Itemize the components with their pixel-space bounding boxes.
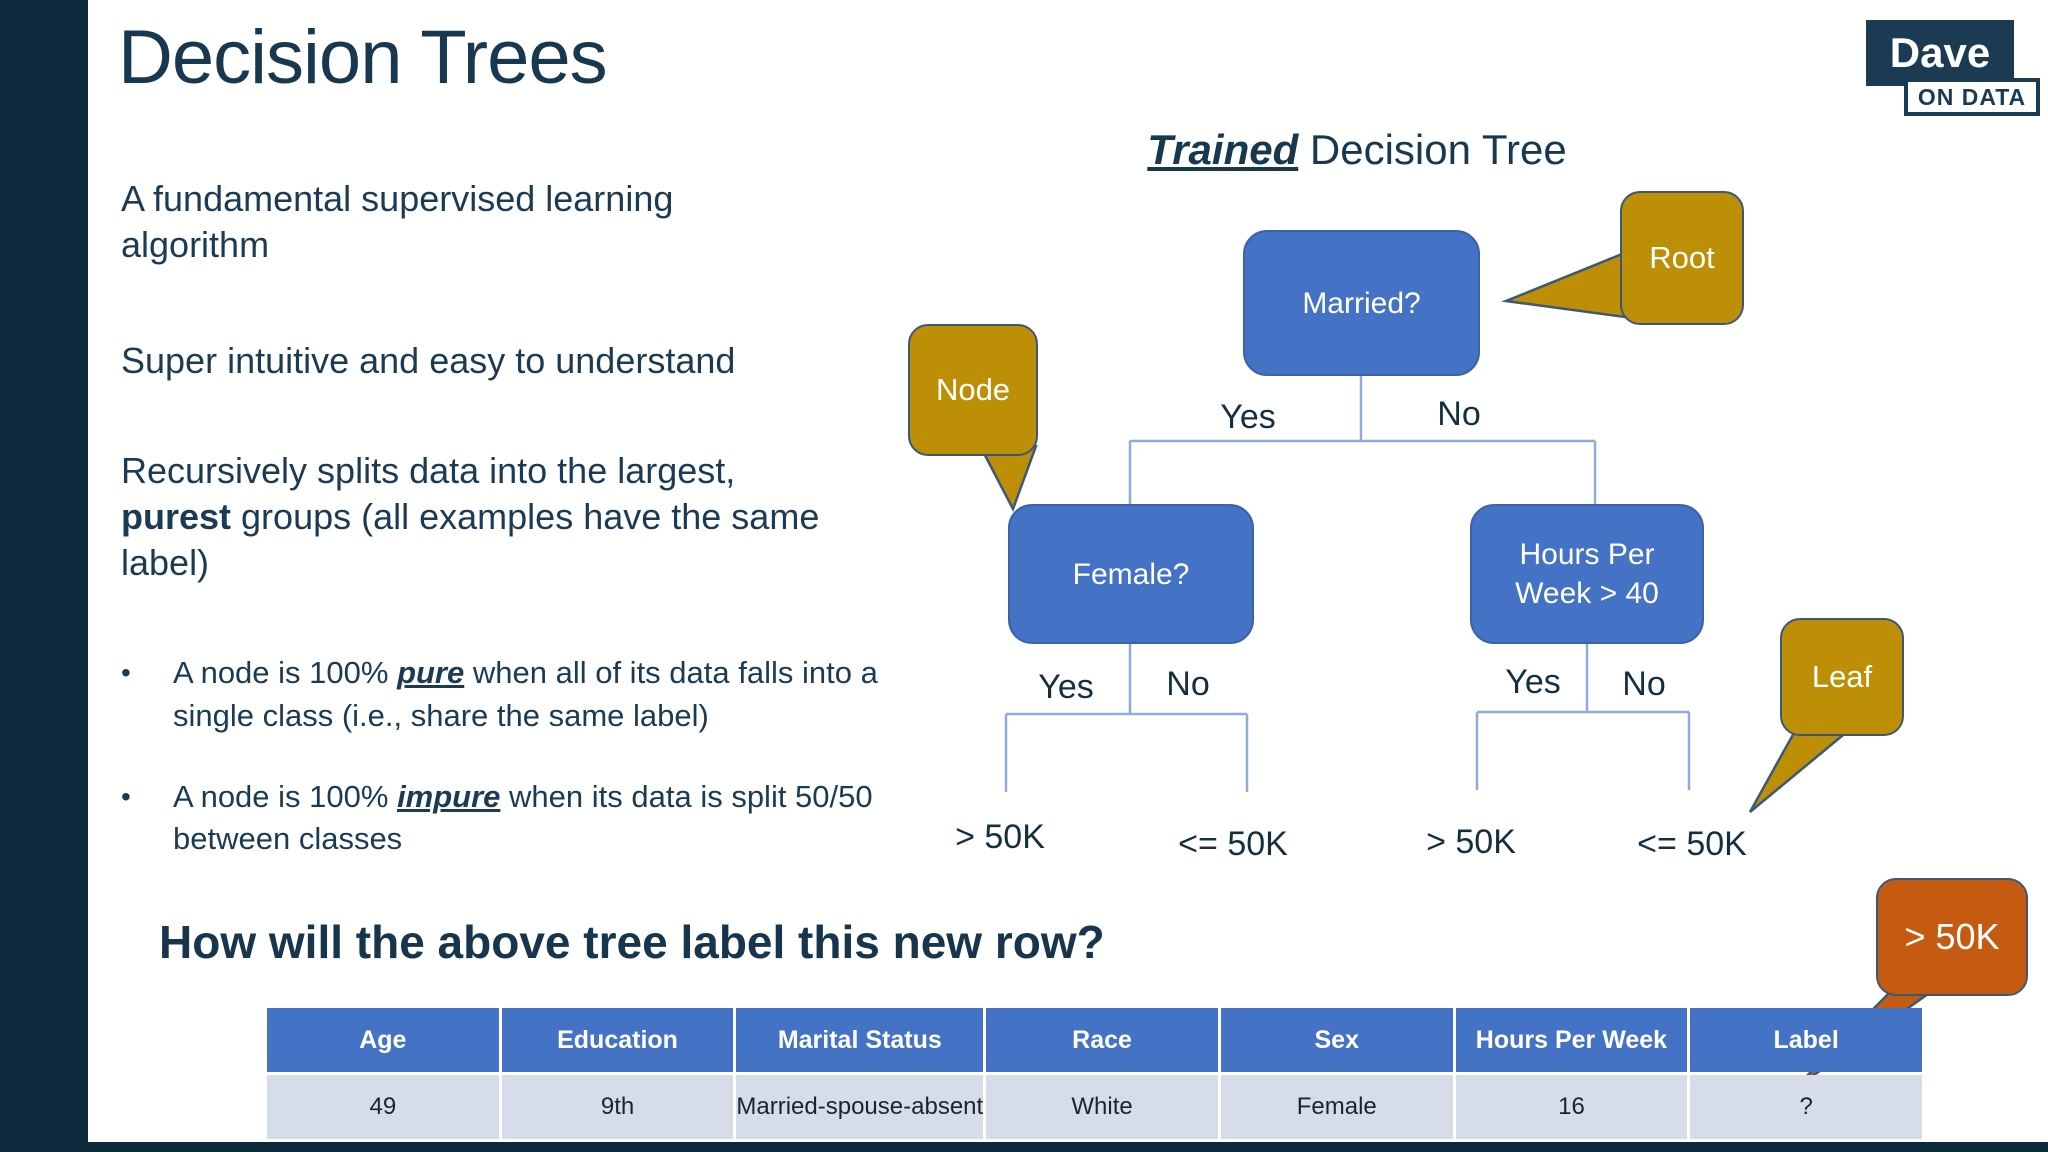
cell-race: White — [986, 1075, 1218, 1139]
tree-node-hours-per-week: Hours Per Week > 40 — [1470, 504, 1704, 644]
column-header-sex: Sex — [1220, 1008, 1453, 1072]
p3-post: groups (all examples have the same label… — [121, 496, 820, 584]
branch-label-right-yes: Yes — [1505, 663, 1561, 701]
branch-label-left-no: No — [1166, 665, 1210, 703]
cell-age: 49 — [267, 1075, 499, 1139]
list-item: • A node is 100% impure when its data is… — [121, 776, 921, 862]
new-row-table: Age Education Marital Status Race Sex Ho… — [267, 1008, 1922, 1139]
bullet1-em: pure — [397, 655, 465, 690]
column-header-marital-status: Marital Status — [736, 1008, 984, 1072]
cell-marital-status: Married-spouse-absent — [736, 1075, 984, 1139]
leaf-outcome-3: > 50K — [1426, 823, 1516, 861]
bullet1-post: when all of its data falls into a single… — [173, 655, 878, 733]
tree-heading-emphasis: Trained — [1147, 126, 1299, 173]
column-header-race: Race — [986, 1008, 1218, 1072]
intro-paragraph-1: A fundamental supervised learning algori… — [121, 178, 674, 266]
tree-node-married: Married? — [1243, 230, 1480, 376]
bullet2-em: impure — [397, 778, 501, 814]
leaf-outcome-4: <= 50K — [1637, 825, 1747, 863]
cell-education: 9th — [501, 1075, 734, 1139]
cell-label: ? — [1690, 1075, 1922, 1139]
question-heading: How will the above tree label this new r… — [159, 916, 1105, 968]
root-callout: Root — [1620, 191, 1744, 325]
logo-tagline: ON DATA — [1904, 78, 2040, 116]
branch-label-root-no: No — [1437, 395, 1481, 433]
leaf-outcome-1: > 50K — [955, 818, 1045, 856]
branch-label-right-no: No — [1622, 665, 1666, 703]
left-accent-bar — [0, 0, 88, 1152]
branch-label-root-yes: Yes — [1220, 398, 1276, 436]
bullet-list: • A node is 100% pure when all of its da… — [121, 652, 921, 899]
branch-label-left-yes: Yes — [1038, 668, 1094, 706]
page-title: Decision Trees — [118, 15, 608, 100]
cell-sex: Female — [1220, 1075, 1453, 1139]
bullet-text: A node is 100% pure when all of its data… — [173, 652, 921, 738]
bullet-icon: • — [121, 657, 131, 688]
intro-paragraph-3: Recursively splits data into the largest… — [121, 448, 821, 586]
bullet-icon: • — [121, 780, 131, 812]
node-callout: Node — [908, 324, 1038, 456]
dave-on-data-logo: Dave ON DATA — [1866, 16, 2042, 116]
leaf-callout: Leaf — [1780, 618, 1904, 736]
tree-heading: Trained Decision Tree — [1097, 126, 1617, 174]
column-header-hours-per-week: Hours Per Week — [1455, 1008, 1688, 1072]
column-header-age: Age — [267, 1008, 499, 1072]
leaf-outcome-2: <= 50K — [1178, 825, 1288, 863]
cell-hours-per-week: 16 — [1455, 1075, 1688, 1139]
intro-paragraph-2: Super intuitive and easy to understand — [121, 340, 736, 381]
bullet-text: A node is 100% impure when its data is s… — [173, 776, 921, 862]
bullet1-pre: A node is 100% — [173, 655, 398, 690]
bullet2-post: when its data is split 50/50 between cla… — [173, 778, 873, 857]
column-header-label: Label — [1690, 1008, 1922, 1072]
list-item: • A node is 100% pure when all of its da… — [121, 652, 921, 738]
p3-pre: Recursively splits data into the largest… — [121, 450, 736, 491]
tree-heading-rest: Decision Tree — [1298, 126, 1567, 173]
prediction-callout: > 50K — [1876, 878, 2028, 996]
p3-bold: purest — [121, 496, 232, 538]
logo-name: Dave — [1866, 20, 2014, 86]
tree-node-female: Female? — [1008, 504, 1254, 644]
bullet2-pre: A node is 100% — [173, 778, 398, 814]
column-header-education: Education — [501, 1008, 734, 1072]
bottom-accent-bar — [0, 1142, 2048, 1152]
